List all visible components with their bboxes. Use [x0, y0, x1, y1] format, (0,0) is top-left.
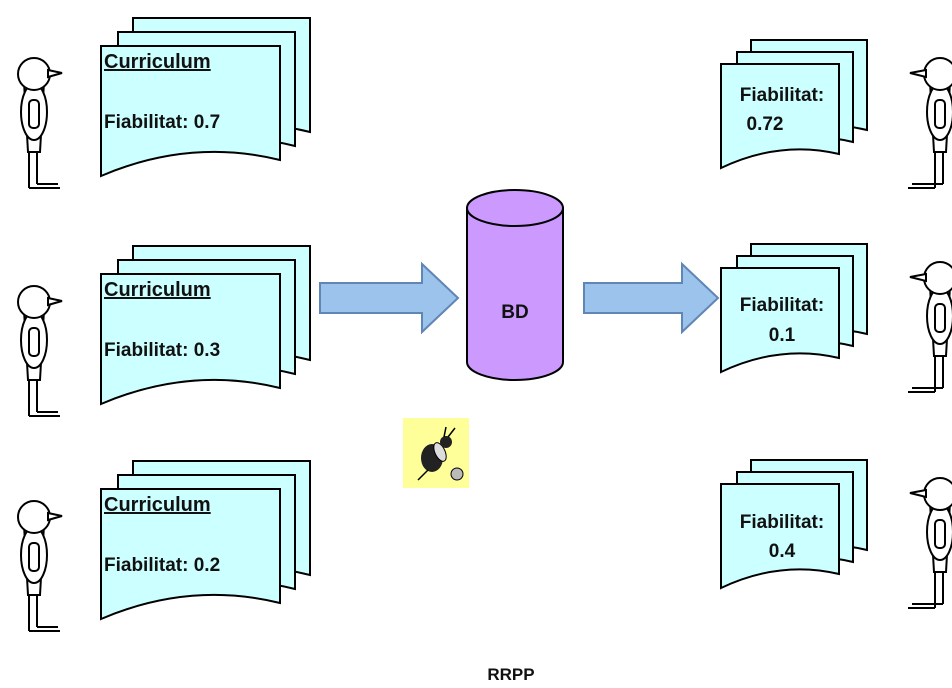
- input-arrow: [319, 261, 460, 335]
- curriculum-title: Curriculum: [104, 279, 211, 301]
- output-reliability-value: 0.4: [769, 541, 796, 562]
- output-reliability-value: 0.1: [769, 325, 796, 346]
- database-cylinder: BD: [466, 189, 564, 381]
- person-icon: [17, 500, 63, 632]
- curriculum-reliability: Fiabilitat: 0.7: [104, 112, 220, 133]
- curriculum-title: Curriculum: [104, 51, 211, 73]
- applicant-group-3: Curriculum Fiabilitat: 0.2: [17, 460, 311, 632]
- output-group-1: Fiabilitat: 0.72: [720, 39, 952, 189]
- applicant-group-1: Curriculum Fiabilitat: 0.7: [17, 17, 311, 189]
- output-group-3: Fiabilitat: 0.4: [720, 459, 952, 609]
- output-group-2: Fiabilitat: 0.1: [720, 243, 952, 393]
- output-reliability-label: Fiabilitat:: [740, 512, 824, 533]
- applicant-group-2: Curriculum Fiabilitat: 0.3: [17, 245, 311, 417]
- person-icon-right: [907, 261, 952, 393]
- curriculum-document-stack: [100, 245, 311, 405]
- bee-icon: [403, 418, 469, 488]
- caption: RRPP: [487, 665, 534, 684]
- person-icon: [17, 57, 63, 189]
- curriculum-reliability: Fiabilitat: 0.2: [104, 555, 220, 576]
- curriculum-document-stack: [100, 460, 311, 620]
- output-reliability-value: 0.72: [747, 114, 784, 135]
- curriculum-document-stack: [100, 17, 311, 177]
- curriculum-reliability: Fiabilitat: 0.3: [104, 340, 220, 361]
- person-icon-right: [907, 477, 952, 609]
- database-label: BD: [501, 302, 528, 323]
- output-reliability-label: Fiabilitat:: [740, 295, 824, 316]
- output-reliability-label: Fiabilitat:: [740, 85, 824, 106]
- person-icon-right: [907, 57, 952, 189]
- output-arrow: [583, 261, 720, 335]
- curriculum-title: Curriculum: [104, 494, 211, 516]
- person-icon: [17, 285, 63, 417]
